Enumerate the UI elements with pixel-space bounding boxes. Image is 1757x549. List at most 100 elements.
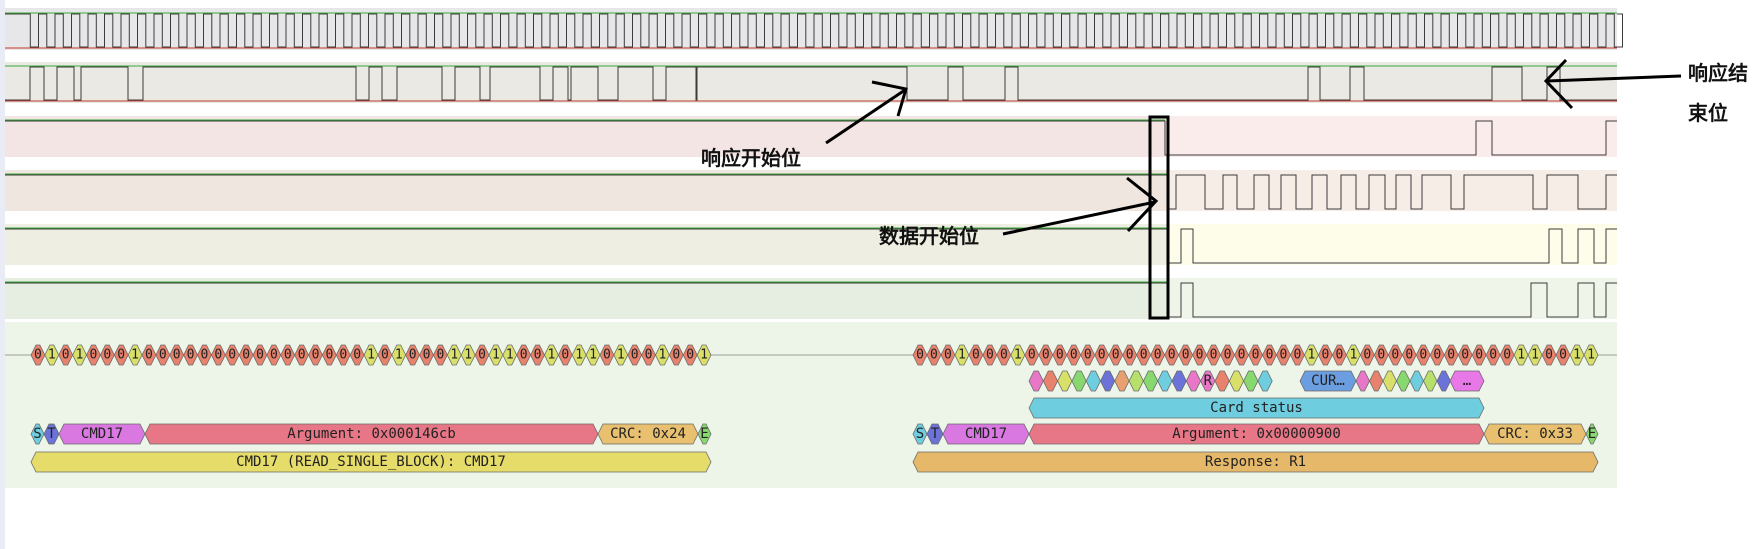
left-bit-label: 1	[464, 348, 472, 363]
right-crc-label: CRC: 0x33	[1497, 426, 1573, 442]
status-field	[1257, 370, 1273, 392]
right-bit-label: 0	[1196, 348, 1204, 363]
dat3-waveform	[5, 282, 1617, 318]
card-status	[1028, 397, 1485, 419]
data-start-marker-box	[1148, 115, 1170, 320]
data-start-label: 数据开始位	[879, 224, 979, 248]
response-end-label-line1: 响应结	[1688, 61, 1748, 85]
left-bit-label: 1	[395, 348, 403, 363]
right-bit-label: 0	[1070, 348, 1078, 363]
right-bit-label: 0	[1056, 348, 1064, 363]
left-bit-label: 1	[492, 348, 500, 363]
right-command-index-label: CMD17	[965, 426, 1007, 442]
left-bit-label: 0	[353, 348, 361, 363]
highlight-dat2	[1168, 224, 1617, 265]
left-start-bit-label: S	[33, 426, 41, 442]
right-bit-label: 0	[1280, 348, 1288, 363]
left-bit-label: 0	[645, 348, 653, 363]
right-bit-label: 0	[1154, 348, 1162, 363]
left-bit-label: 0	[686, 348, 694, 363]
waveforms	[5, 12, 1623, 318]
left-end-bit	[697, 423, 712, 445]
channel-row-clk[interactable]	[5, 8, 1617, 50]
right-bit-label: 0	[1294, 348, 1302, 363]
left-command-index-label: CMD17	[81, 426, 123, 442]
left-bit-label: 1	[547, 348, 555, 363]
right-bit-label: 0	[1377, 348, 1385, 363]
left-bit-label: 1	[589, 348, 597, 363]
left-bit-label: 0	[145, 348, 153, 363]
left-bit-label: 0	[117, 348, 125, 363]
left-bit-label: 0	[339, 348, 347, 363]
left-bit-label: 0	[478, 348, 486, 363]
right-bit-label: 0	[1559, 348, 1567, 363]
left-bit-label: 1	[617, 348, 625, 363]
left-bit-label: 1	[367, 348, 375, 363]
right-bit-label: 0	[930, 348, 938, 363]
response-start-label: 响应开始位	[701, 146, 801, 170]
left-bit-label: 1	[76, 348, 84, 363]
left-bit-label: 0	[325, 348, 333, 363]
cmd-waveform	[5, 66, 1617, 101]
left-bit-label: 0	[90, 348, 98, 363]
left-bit-label: 0	[256, 348, 264, 363]
left-bit-label: 1	[575, 348, 583, 363]
right-bit-label: 0	[1224, 348, 1232, 363]
right-end-bit-label: E	[1588, 426, 1596, 442]
left-bit-label: 0	[187, 348, 195, 363]
right-bit-label: 0	[1419, 348, 1427, 363]
left-bit-cell	[696, 344, 712, 366]
left-bit-label: 0	[409, 348, 417, 363]
right-bit-label: 0	[1182, 348, 1190, 363]
right-bit-label: 1	[1517, 348, 1525, 363]
left-bit-label: 0	[603, 348, 611, 363]
right-bit-label: 0	[1098, 348, 1106, 363]
right-bit-label: 0	[1461, 348, 1469, 363]
left-bit-label: 1	[131, 348, 139, 363]
response-end-arrow	[1543, 58, 1682, 110]
left-bit-label: 1	[659, 348, 667, 363]
right-argument-label: Argument: 0x00000900	[1172, 426, 1341, 442]
left-bit-label: 0	[103, 348, 111, 363]
right-bit-label: 1	[1587, 348, 1595, 363]
left-transmission-bit-label: T	[47, 426, 56, 442]
left-bit-label: 0	[312, 348, 320, 363]
left-bit-label: 0	[436, 348, 444, 363]
right-bit-label: 0	[1140, 348, 1148, 363]
right-bit-label: 0	[1363, 348, 1371, 363]
left-argument-label: Argument: 0x000146cb	[287, 426, 456, 442]
card-status-label: Card status	[1210, 400, 1303, 416]
right-bit-label: 0	[1321, 348, 1329, 363]
right-bit-label: 0	[1168, 348, 1176, 363]
left-bit-label: 0	[423, 348, 431, 363]
dat0-waveform	[5, 120, 1617, 156]
left-bit-label: 0	[672, 348, 680, 363]
left-crc-label: CRC: 0x24	[610, 426, 686, 442]
channel-row-cmd[interactable]	[5, 62, 1617, 103]
right-bit-label: 0	[1335, 348, 1343, 363]
right-bit-label: 0	[1433, 348, 1441, 363]
left-bit-label: 0	[298, 348, 306, 363]
left-summary	[30, 451, 712, 473]
left-bit-label: 0	[173, 348, 181, 363]
right-bit-label: 0	[1545, 348, 1553, 363]
left-bit-label: 0	[214, 348, 222, 363]
right-summary	[912, 451, 1599, 473]
right-bit-label: 0	[1405, 348, 1413, 363]
left-bit-label: 0	[34, 348, 42, 363]
right-bit-cell	[1583, 344, 1599, 366]
left-bit-label: 1	[700, 348, 708, 363]
left-bit-label: 1	[48, 348, 56, 363]
highlight-dat0	[1168, 116, 1617, 157]
right-bit-label: 0	[1042, 348, 1050, 363]
dat2-waveform	[5, 228, 1617, 264]
right-bit-label: 0	[1238, 348, 1246, 363]
left-strip	[0, 0, 5, 549]
left-bit-label: 0	[228, 348, 236, 363]
dat1-waveform	[5, 174, 1617, 210]
right-summary-label: Response: R1	[1205, 454, 1306, 470]
right-bit-label: 0	[1391, 348, 1399, 363]
left-bit-label: 0	[159, 348, 167, 363]
right-start-bit-label: S	[916, 426, 924, 442]
right-bit-label: 0	[1210, 348, 1218, 363]
